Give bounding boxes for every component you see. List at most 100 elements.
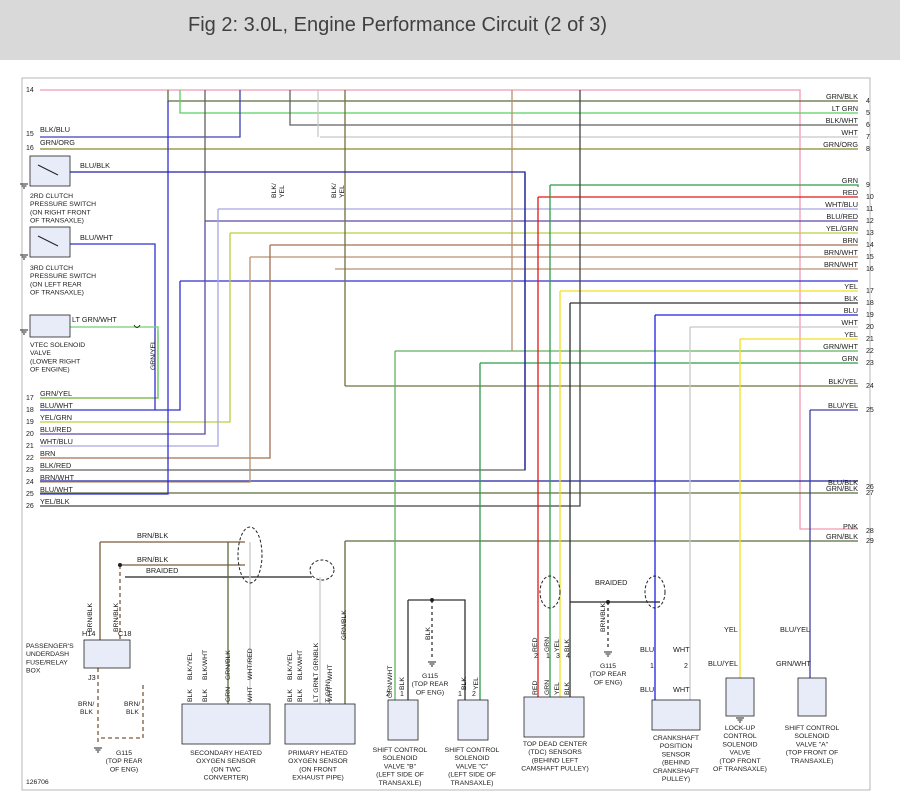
fuse-vlabel-1: BRN/BLK <box>87 602 94 632</box>
primary-o2-sensor <box>284 703 356 745</box>
wire-number-25: 25 <box>866 407 874 414</box>
sol-a-caption-line: VALVE "A" <box>796 741 829 748</box>
wire-number-23: 23 <box>866 360 874 367</box>
tdc-caption-line: (BEHIND LEFT <box>532 757 578 764</box>
crank-caption-line: CRANKSHAFT <box>653 735 699 742</box>
tdc-caption-line: CAMSHAFT PULLEY) <box>521 766 588 773</box>
third-clutch-caption: PRESSURE SWITCH <box>30 273 96 280</box>
wire-number-13: 13 <box>866 230 874 237</box>
sol-b-num: 1 <box>400 691 404 698</box>
wire-number-16: 16 <box>26 145 34 152</box>
gl-label: BRN/ <box>78 701 94 708</box>
tdc-inner: GRN <box>544 680 551 695</box>
wire-label-13: YEL/GRN <box>826 224 858 233</box>
wire-number-12: 12 <box>866 218 874 225</box>
wire-number-28: 28 <box>866 528 874 535</box>
sol-a-inner: GRN/WHT <box>776 659 811 668</box>
lockup-caption-line: LOCK-UP <box>725 725 756 732</box>
solenoid-a <box>797 677 827 717</box>
wire-number-14: 14 <box>26 87 34 94</box>
crank-caption-line: PULLEY) <box>662 776 690 783</box>
wire-label-6: BLK/WHT <box>826 116 859 125</box>
page-title: Fig 2: 3.0L, Engine Performance Circuit … <box>188 14 608 36</box>
wire-label-19: BLU <box>844 306 858 315</box>
third-clutch-caption: 3RD CLUTCH <box>30 265 73 272</box>
wire-label-27: GRN/BLK <box>826 484 858 493</box>
tdc-num: 2 <box>534 653 538 660</box>
third-clutch-caption: (ON LEFT REAR <box>30 281 82 288</box>
primary-o2-sub: (OR LT GRN) <box>325 679 332 720</box>
wire-label-10: RED <box>843 188 858 197</box>
wire-label-20: BLU/RED <box>40 425 72 434</box>
wire-label-16: GRN/ORG <box>40 138 75 147</box>
vtec-caption: VALVE <box>30 350 51 357</box>
wire-number-5: 5 <box>866 110 870 117</box>
wire-9 <box>550 184 859 187</box>
wire-label-17: GRN/YEL <box>40 389 72 398</box>
secondary-o2-inner: BLK <box>187 689 194 702</box>
crank-inner: WHT <box>673 685 690 694</box>
sol-a-caption-line: SOLENOID <box>794 733 829 740</box>
sol-c-num: 2 <box>472 691 476 698</box>
braided-right-caption-line: (TOP REAR <box>590 671 627 678</box>
wire-4 <box>167 90 858 102</box>
primary-o2-pin: BLK/YEL <box>287 652 294 680</box>
tdc-pin: RED <box>532 638 539 652</box>
primary-o2-caption-line: OXYGEN SENSOR <box>288 758 348 765</box>
second-clutch-caption: (ON RIGHT FRONT <box>30 209 91 216</box>
primary-o2-pin: BLK/WHT <box>297 650 304 680</box>
wire-label-21: WHT/BLU <box>40 437 73 446</box>
wire-15-left <box>40 90 241 138</box>
vertical-label: BLK/ <box>271 183 278 198</box>
primary-o2-caption-line: (ON FRONT <box>299 766 337 773</box>
shield-tdc <box>539 575 561 609</box>
primary-o2-inner: WHT <box>327 687 334 702</box>
crank-sensor <box>651 699 701 731</box>
tdc-pin: GRN <box>544 637 551 652</box>
splice-dot <box>606 600 610 604</box>
tdc-inner: BLK <box>564 682 571 695</box>
wire-18-left <box>40 281 181 411</box>
wire-number-18: 18 <box>26 407 34 414</box>
wire-number-7: 7 <box>866 134 870 141</box>
secondary-o2-caption-line: (ON TWC <box>211 766 241 773</box>
wire-label-21: YEL <box>844 330 858 339</box>
sol-c-pin: YEL <box>473 677 480 690</box>
wire-number-20: 20 <box>866 324 874 331</box>
sol-a-pin: BLU/YEL <box>780 625 810 634</box>
vtec-caption: VTEC SOLENOID <box>30 342 85 349</box>
wire-number-15: 15 <box>26 131 34 138</box>
ground-mid-wire <box>408 599 466 700</box>
wire-6 <box>289 90 858 126</box>
gl-label: BRN/ <box>124 701 140 708</box>
wire-label-4: GRN/BLK <box>826 92 858 101</box>
sol-b-caption-line: (LEFT SIDE OF <box>376 772 424 779</box>
ground-left-caption-line: G115 <box>116 750 132 757</box>
secondary-o2-pin: BLK/YEL <box>187 652 194 680</box>
ground-mid-caption-line: (TOP REAR <box>412 681 449 688</box>
wire-number-29: 29 <box>866 538 874 545</box>
wire-number-10: 10 <box>866 194 874 201</box>
wire-label-25: BLU/YEL <box>828 401 858 410</box>
crank-caption-line: CRANKSHAFT <box>653 768 699 775</box>
vtec-solenoid <box>29 314 71 338</box>
tdc-caption-line: TOP DEAD CENTER <box>523 741 587 748</box>
braided-right-caption-line: OF ENG) <box>594 679 622 686</box>
secondary-o2-caption-line: SECONDARY HEATED <box>190 750 262 757</box>
shield-crank <box>644 575 666 609</box>
primary-o2-inner: BLK <box>297 689 304 702</box>
wire-number-9: 9 <box>866 182 870 189</box>
lockup-solenoid <box>725 677 755 717</box>
fuse-box-caption: PASSENGER'S <box>26 643 74 650</box>
wire-number-19: 19 <box>26 419 34 426</box>
wire-21-left <box>40 209 219 447</box>
wire-number-8: 8 <box>866 146 870 153</box>
wire-label-11: WHT/BLU <box>825 200 858 209</box>
lockup-caption-line: CONTROL <box>723 733 756 740</box>
sol-c-caption-line: TRANSAXLE) <box>451 780 494 787</box>
wire-label-12: BLU/RED <box>826 212 858 221</box>
sol-a-caption-line: (TOP FRONT OF <box>786 750 839 757</box>
wire-20-left <box>40 221 206 435</box>
wire-layer <box>40 89 859 745</box>
